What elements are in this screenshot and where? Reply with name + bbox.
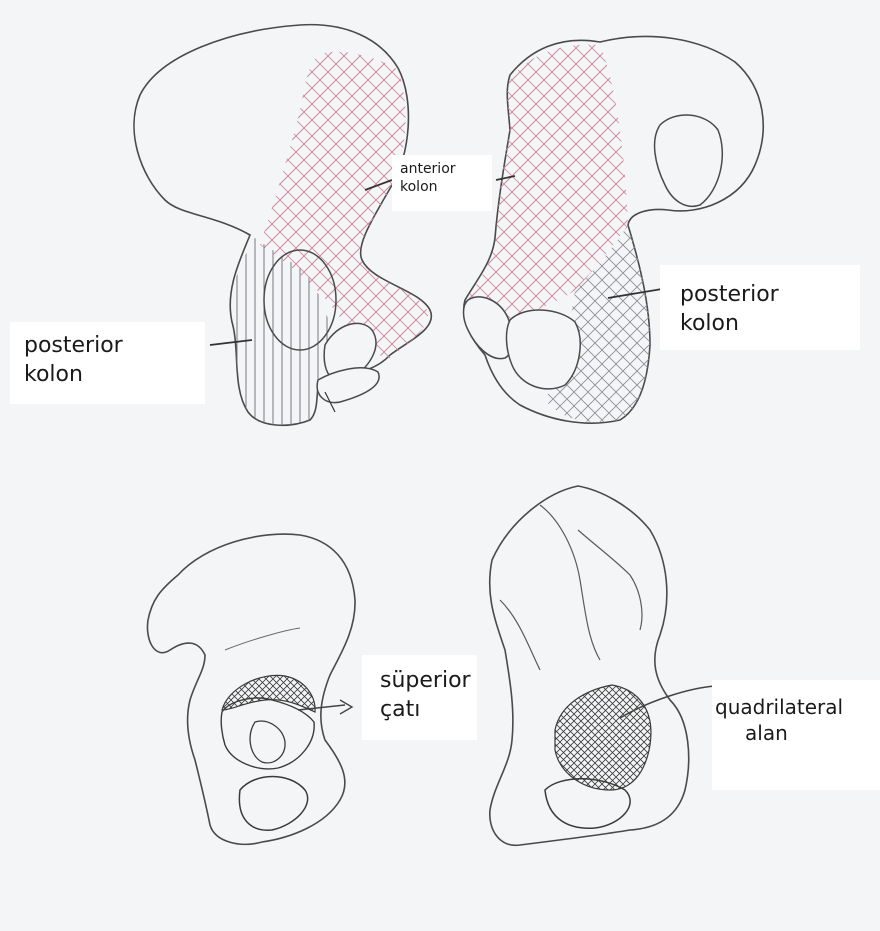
label-posterior-kolon-right: posterior kolon	[660, 265, 860, 350]
label-anterior-kolon-line1: anterior	[400, 160, 492, 178]
label-quadrilateral-alan: quadrilateral alan	[712, 680, 880, 790]
label-superior-cati-line2: çatı	[380, 696, 477, 725]
bottom-left-superior-roof	[222, 675, 315, 712]
bottom-right-inner-structure	[500, 505, 642, 670]
label-anterior-kolon: anterior kolon	[392, 155, 492, 211]
label-quadrilateral-alan-line2: alan	[715, 720, 880, 746]
top-left-ischium	[317, 368, 379, 403]
label-posterior-kolon-right-line2: kolon	[680, 310, 860, 339]
bottom-left-fossa	[250, 721, 285, 763]
top-right-obturator-foramen	[655, 115, 723, 206]
label-quadrilateral-alan-line1: quadrilateral	[715, 694, 880, 720]
bottom-right-quadrilateral-area	[555, 685, 651, 790]
label-posterior-kolon-left-line2: kolon	[24, 361, 205, 390]
label-superior-cati: süperior çatı	[362, 655, 477, 740]
label-anterior-kolon-line2: kolon	[400, 178, 492, 196]
bottom-left-acetabulum	[221, 698, 314, 769]
label-posterior-kolon-left-line1: posterior	[24, 332, 205, 361]
label-superior-cati-line1: süperior	[380, 667, 477, 696]
bottom-right-hemipelvis	[490, 486, 715, 845]
bottom-left-hemipelvis	[147, 534, 355, 844]
top-right-ischium	[506, 310, 580, 389]
bottom-left-obturator	[239, 777, 307, 831]
top-right-hemipelvis	[464, 36, 764, 423]
label-posterior-kolon-left: posterior kolon	[10, 322, 205, 404]
label-posterior-kolon-right-line1: posterior	[680, 281, 860, 310]
bottom-left-inner-contour	[225, 628, 300, 650]
